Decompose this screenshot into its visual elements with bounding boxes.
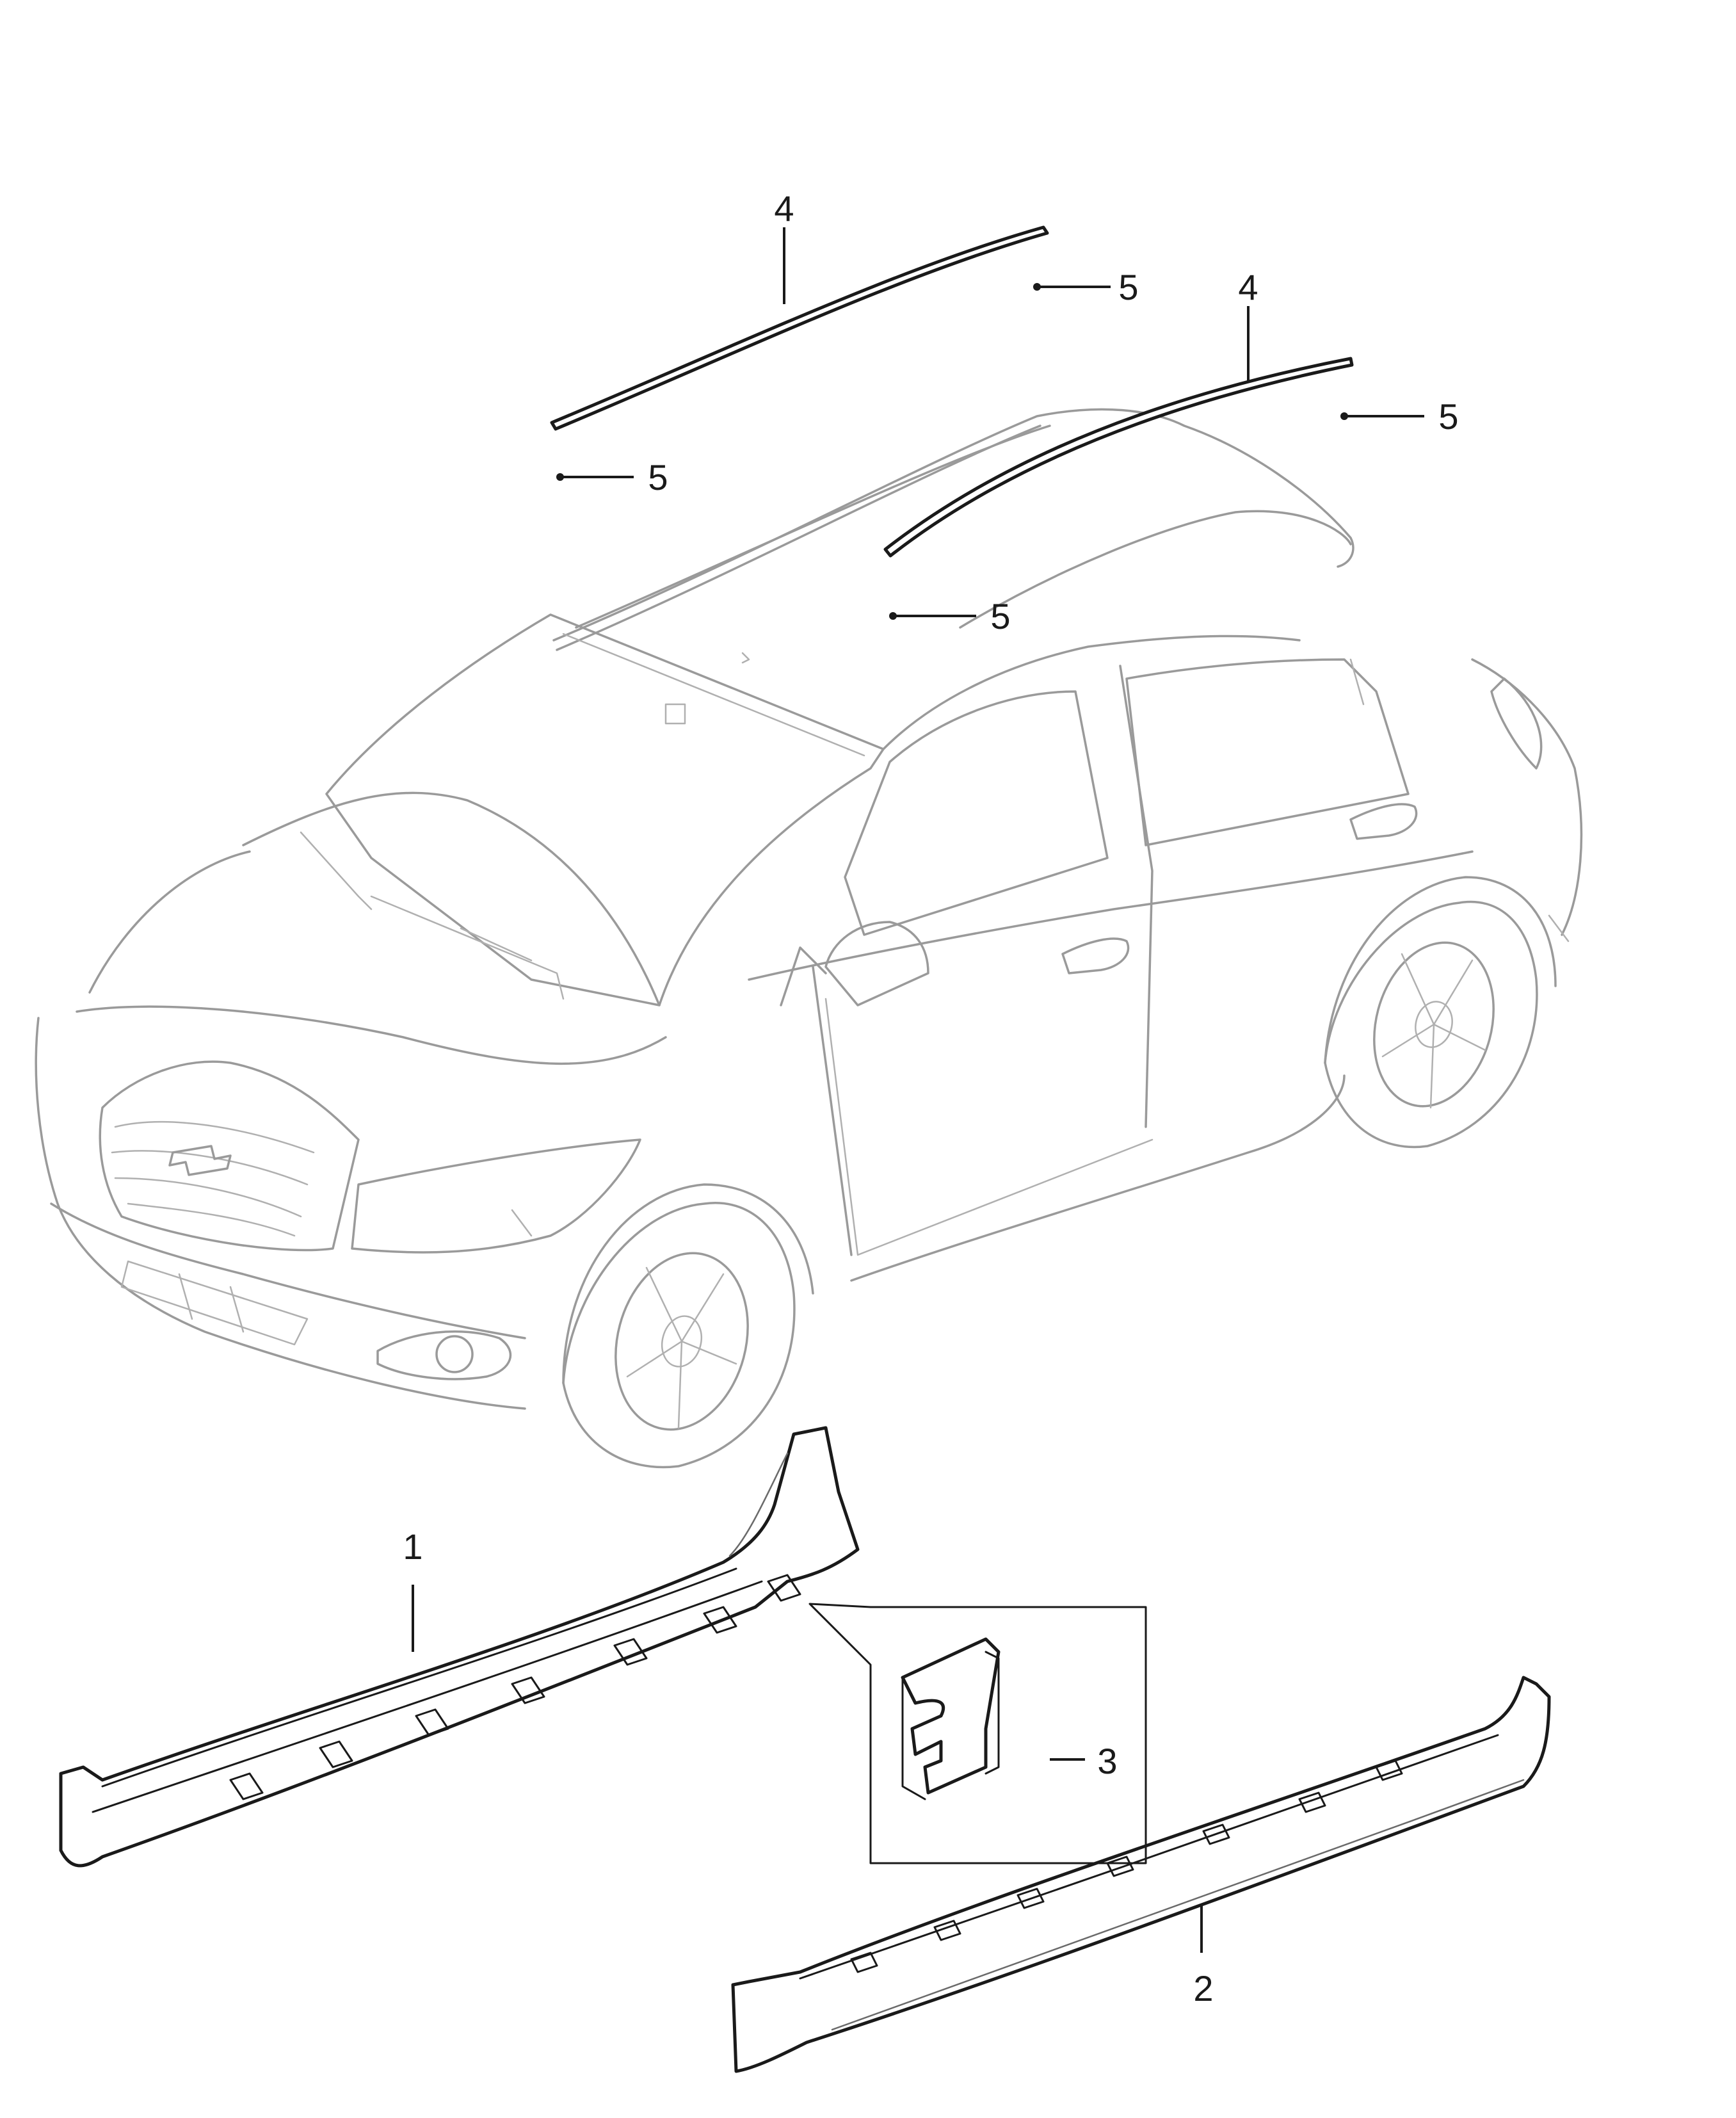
callout-4-left: 4 — [774, 188, 794, 229]
callout-3: 3 — [1097, 1741, 1117, 1781]
vehicle-outline — [35, 408, 1583, 1469]
callout-5-c: 5 — [648, 457, 668, 497]
callout-4-right: 4 — [1238, 267, 1258, 307]
roof-molding-right — [883, 357, 1354, 558]
callout-5-a: 5 — [1118, 267, 1138, 307]
rocker-panel-left — [59, 1426, 860, 1868]
callout-2: 2 — [1193, 1968, 1213, 2009]
callout-1: 1 — [403, 1526, 422, 1567]
rocker-panel-right — [731, 1676, 1551, 2073]
roof-molding-left — [550, 225, 1049, 431]
clip-detail-inset — [808, 1603, 1147, 1864]
callout-5-b: 5 — [1438, 396, 1458, 437]
leader-lines — [412, 227, 1424, 1953]
callout-5-d: 5 — [990, 596, 1010, 636]
callout-labels: 1 2 3 4 4 5 5 5 5 — [403, 188, 1458, 2009]
